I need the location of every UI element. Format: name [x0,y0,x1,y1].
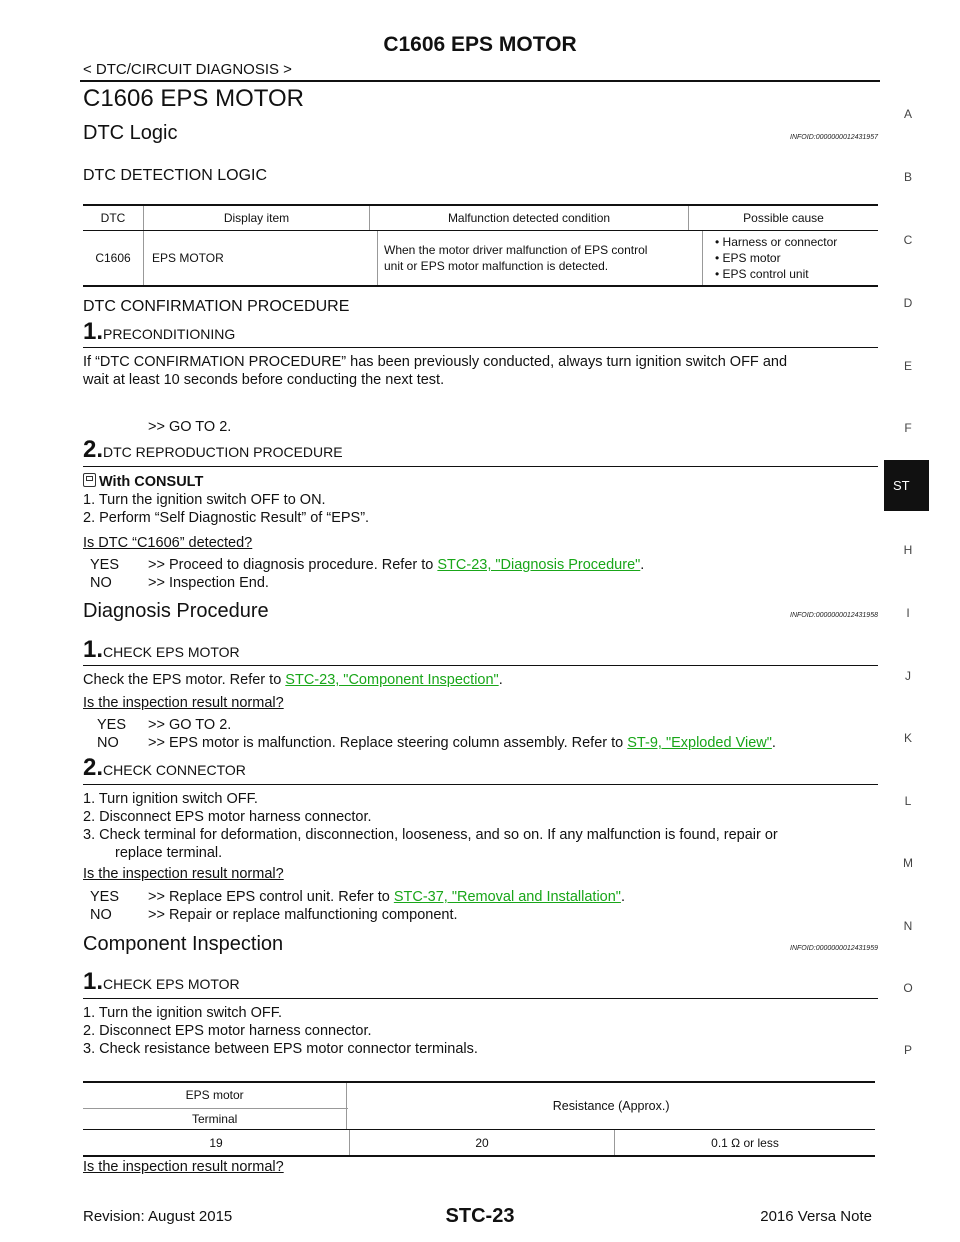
side-index-o[interactable]: O [903,981,913,995]
cause-item: • EPS control unit [715,267,809,281]
step-divider [83,466,878,467]
diagnosis-heading: Diagnosis Procedure [83,600,269,622]
cell-condition: When the motor driver malfunction of EPS… [377,231,703,285]
footer-revision: Revision: August 2015 [83,1208,233,1225]
list-item: 2. Perform “Self Diagnostic Result” of “… [83,510,370,526]
col-resistance: Resistance (Approx.) [552,1099,670,1113]
dtc-detection-heading: DTC DETECTION LOGIC [83,167,268,184]
page-title: C1606 EPS MOTOR [83,85,304,112]
link-removal-installation[interactable]: STC-37, "Removal and Installation" [393,889,621,905]
consult-icon [83,473,96,487]
condition-line-1: When the motor driver malfunction of EPS… [384,243,648,257]
side-index-l[interactable]: L [904,794,912,808]
diag-step-1-text: Check the EPS motor. Refer to STC-23, "C… [83,672,503,688]
condition-line-2: unit or EPS motor malfunction is detecte… [384,259,609,273]
dtc-table: DTC Display item Malfunction detected co… [83,204,878,287]
col-possible-cause: Possible cause [743,211,824,225]
side-index-d[interactable]: D [903,296,913,310]
table-header-rule [83,230,878,231]
question: Is DTC “C1606” detected? [83,535,253,551]
side-index-b[interactable]: B [903,170,912,184]
header-divider [80,80,880,82]
dtc-logic-infoid: INFOID:0000000012431957 [790,134,878,141]
comp-step-1-heading: 1.CHECK EPS MOTOR [83,968,240,995]
cause-item: • EPS motor [715,251,781,265]
step-2-heading: 2.DTC REPRODUCTION PROCEDURE [83,436,343,463]
step-1-text: If “DTC CONFIRMATION PROCEDURE” has been… [83,354,788,388]
step-divider [83,665,878,666]
footer-model: 2016 Versa Note [760,1208,872,1225]
list-item: 1. Turn the ignition switch OFF. [83,1005,283,1021]
cell-display-item: EPS MOTOR [143,231,378,285]
page-header-title: C1606 EPS MOTOR [383,33,577,56]
step-divider [83,347,878,348]
list-item: 1. Turn ignition switch OFF. [83,791,258,807]
cell-resistance-value: 0.1 Ω or less [711,1135,779,1150]
side-index-e[interactable]: E [903,359,912,373]
col-malfunction-condition: Malfunction detected condition [369,206,689,230]
link-diagnosis-procedure[interactable]: STC-23, "Diagnosis Procedure" [437,557,641,573]
component-infoid: INFOID:0000000012431959 [790,945,878,952]
link-exploded-view[interactable]: ST-9, "Exploded View" [627,735,772,751]
side-index-p[interactable]: P [903,1043,912,1057]
side-index-j[interactable]: J [905,669,911,683]
side-index-st-active[interactable]: ST [884,460,929,511]
cell-terminal-2: 20 [349,1130,615,1155]
side-index-i[interactable]: I [906,606,910,620]
component-heading: Component Inspection [83,933,284,955]
list-item: 1. Turn the ignition switch OFF to ON. [83,492,326,508]
step-2-list: 1. Turn the ignition switch OFF to ON. 2… [83,491,369,527]
col-terminal: Terminal [83,1108,348,1129]
question: Is the inspection result normal? [83,695,284,711]
list-item: 2. Disconnect EPS motor harness connecto… [83,809,372,825]
footer-page-number: STC-23 [445,1205,515,1227]
yes-no-block: YES>> Proceed to diagnosis procedure. Re… [90,557,645,591]
link-component-inspection[interactable]: STC-23, "Component Inspection" [285,672,499,688]
table-top-rule [83,204,878,206]
cell-dtc: C1606 [83,231,144,285]
side-index-m[interactable]: M [903,856,913,870]
step-divider [83,998,878,999]
list-item: 2. Disconnect EPS motor harness connecto… [83,1023,372,1039]
table-header-row: DTC Display item Malfunction detected co… [83,206,878,230]
cell-terminal-1: 19 [83,1130,350,1155]
table-bottom-rule [83,285,878,287]
side-index-a[interactable]: A [903,107,912,121]
breadcrumb: < DTC/CIRCUIT DIAGNOSIS > [83,61,292,78]
with-consult-label: With CONSULT [83,473,203,491]
table-row: 19 20 0.1 Ω or less [83,1130,875,1155]
dtc-confirmation-heading: DTC CONFIRMATION PROCEDURE [83,298,350,315]
side-index-k[interactable]: K [903,731,912,745]
resistance-table: EPS motor Resistance (Approx.) Terminal … [83,1081,875,1157]
comp-step-1-list: 1. Turn the ignition switch OFF. 2. Disc… [83,1004,478,1058]
cause-item: • Harness or connector [715,235,838,249]
yes-no-block: YES>> Replace EPS control unit. Refer to… [90,889,625,923]
step-1-heading: 1.PRECONDITIONING [83,318,236,345]
question: Is the inspection result normal? [83,866,284,882]
diag-step-2-list: 1. Turn ignition switch OFF. 2. Disconne… [83,790,883,862]
step-divider [83,784,878,785]
cell-causes: • Harness or connector • EPS motor • EPS… [703,231,879,285]
diag-step-2-heading: 2.CHECK CONNECTOR [83,754,246,781]
diag-step-1-heading: 1.CHECK EPS MOTOR [83,636,240,663]
col-display-item: Display item [143,206,370,230]
side-index-h[interactable]: H [903,543,913,557]
table-row: C1606 EPS MOTOR When the motor driver ma… [83,231,878,285]
list-item: 3. Check resistance between EPS motor co… [83,1041,478,1057]
side-index-c[interactable]: C [903,233,913,247]
yes-no-block: YES>> GO TO 2. NO>> EPS motor is malfunc… [97,717,776,751]
side-index-f[interactable]: F [904,421,912,435]
side-index-n[interactable]: N [903,919,913,933]
col-eps-motor: EPS motor [83,1083,348,1109]
list-item: 3. Check terminal for deformation, disco… [83,827,778,843]
list-item-continuation: replace terminal. [115,845,223,861]
question: Is the inspection result normal? [83,1159,284,1175]
diagnosis-infoid: INFOID:0000000012431958 [790,612,878,619]
col-dtc: DTC [83,206,144,230]
step-1-goto: >> GO TO 2. [148,419,232,435]
dtc-logic-heading: DTC Logic [83,122,178,144]
